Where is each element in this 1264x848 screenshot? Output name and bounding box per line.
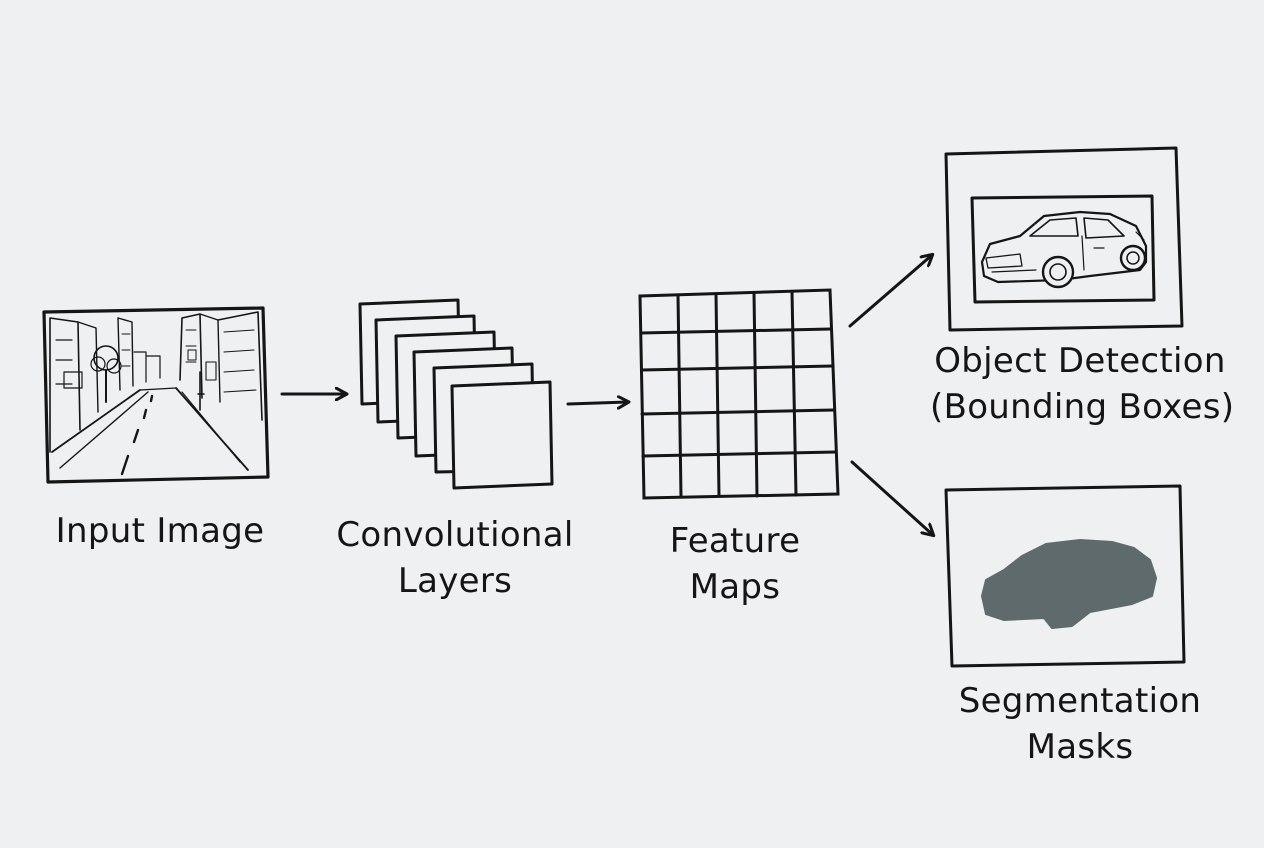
input-image — [42, 306, 270, 484]
car-mask-icon — [981, 539, 1157, 629]
segmentation-label-line1: Segmentation — [958, 681, 1202, 721]
conv-layers-label: Convolutional Layers — [320, 512, 590, 604]
feature-maps-label-line2: Maps — [689, 567, 781, 607]
feature-maps-label: Feature Maps — [610, 518, 860, 610]
object-detection-label: Object Detection (Bounding Boxes) — [930, 338, 1235, 430]
feature-maps-label-line1: Feature — [669, 521, 801, 561]
detection-panel — [944, 146, 1184, 332]
segmentation-label: Segmentation Masks — [930, 678, 1230, 770]
object-detection-label-line1: Object Detection — [934, 341, 1226, 381]
arrow-feature-to-segmentation — [850, 460, 933, 535]
input-image-label: Input Image — [20, 508, 300, 554]
conv-layers-label-line2: Layers — [397, 561, 513, 601]
arrow-conv-to-feature — [566, 402, 628, 404]
segmentation-label-line2: Masks — [1026, 727, 1134, 767]
segmentation-panel — [944, 484, 1186, 668]
feature-map-grid — [638, 288, 840, 500]
object-detection-label-line2: (Bounding Boxes) — [930, 387, 1235, 427]
arrow-feature-to-detection — [848, 255, 932, 328]
input-image-label-text: Input Image — [55, 511, 265, 551]
conv-layers-label-line1: Convolutional — [336, 515, 574, 555]
conv-layers-stack — [358, 298, 554, 490]
